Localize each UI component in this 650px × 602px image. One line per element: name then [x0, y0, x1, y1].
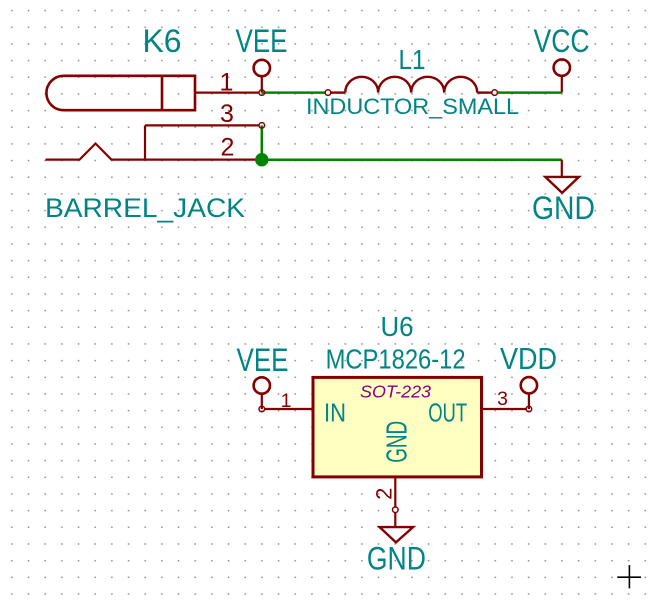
svg-text:IN: IN — [324, 397, 346, 427]
svg-text:U6: U6 — [381, 311, 414, 342]
svg-text:OUT: OUT — [428, 397, 467, 427]
svg-text:1: 1 — [220, 69, 234, 97]
svg-text:VEE: VEE — [237, 342, 289, 378]
svg-text:VDD: VDD — [500, 341, 557, 376]
svg-text:BARREL_JACK: BARREL_JACK — [45, 193, 245, 223]
svg-text:INDUCTOR_SMALL: INDUCTOR_SMALL — [306, 94, 519, 119]
svg-text:VCC: VCC — [534, 23, 590, 59]
svg-text:MCP1826-12: MCP1826-12 — [326, 343, 466, 374]
svg-text:SOT-223: SOT-223 — [360, 381, 431, 401]
svg-text:L1: L1 — [399, 44, 426, 75]
svg-text:1: 1 — [281, 390, 292, 412]
svg-text:GND: GND — [382, 421, 414, 463]
svg-text:2: 2 — [372, 488, 397, 500]
svg-text:GND: GND — [367, 541, 426, 577]
svg-text:VEE: VEE — [236, 23, 288, 59]
svg-text:GND: GND — [532, 190, 595, 226]
svg-text:K6: K6 — [143, 23, 182, 59]
svg-text:2: 2 — [221, 134, 235, 162]
svg-text:3: 3 — [497, 388, 508, 410]
svg-text:3: 3 — [220, 100, 234, 128]
